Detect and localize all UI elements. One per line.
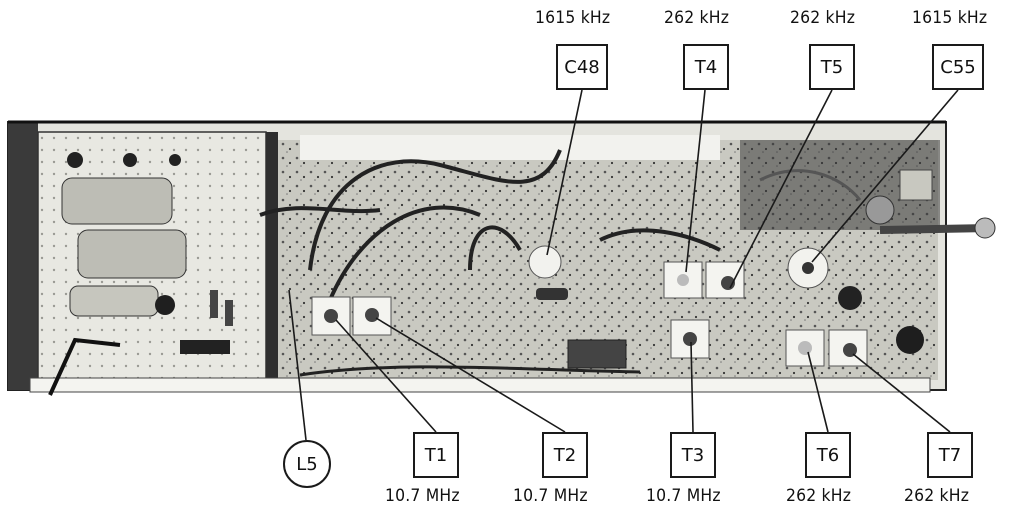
- t3-label: T3: [670, 432, 716, 478]
- leader-t3: [690, 341, 694, 433]
- components: [528, 169, 996, 369]
- t5-frequency: 262 kHz: [790, 8, 856, 28]
- wiring: [259, 149, 991, 377]
- t7-frequency: 262 kHz: [904, 486, 970, 506]
- t2-frequency: 10.7 MHz: [513, 486, 588, 506]
- t7-label: T7: [927, 432, 973, 478]
- t5-label: T5: [809, 44, 855, 90]
- power-section: [48, 152, 233, 396]
- leader-l5: [288, 289, 307, 441]
- leader-t1: [335, 319, 437, 433]
- t3-frequency: 10.7 MHz: [646, 486, 721, 506]
- t4-label: T4: [683, 44, 729, 90]
- t4-frequency: 262 kHz: [664, 8, 730, 28]
- l5-label: L5: [283, 440, 331, 488]
- leader-c48: [546, 89, 583, 256]
- t6-frequency: 262 kHz: [786, 486, 852, 506]
- leader-t4: [685, 89, 706, 273]
- leader-t2: [375, 317, 566, 433]
- leader-t5: [729, 89, 833, 289]
- leader-t7: [852, 353, 951, 433]
- t6-label: T6: [805, 432, 851, 478]
- c55-frequency: 1615 kHz: [912, 8, 988, 28]
- t1-frequency: 10.7 MHz: [385, 486, 460, 506]
- leader-c55: [811, 89, 959, 263]
- c48-label: C48: [556, 44, 608, 90]
- leader-t6: [807, 351, 829, 433]
- t1-label: T1: [413, 432, 459, 478]
- leader-lines: [288, 89, 959, 441]
- t2-label: T2: [542, 432, 588, 478]
- c55-label: C55: [932, 44, 984, 90]
- c48-frequency: 1615 kHz: [535, 8, 611, 28]
